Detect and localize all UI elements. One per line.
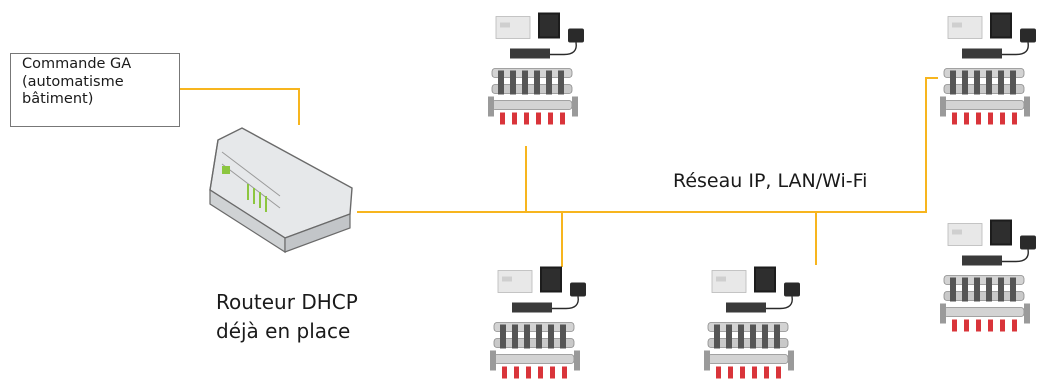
ga-box-line-1: Commande GA	[22, 56, 132, 72]
router-label-line-2: déjà en place	[216, 319, 351, 343]
network-lines	[180, 77, 938, 267]
ga-box-line-3: bâtiment)	[22, 91, 94, 107]
heating-controller-icon	[488, 11, 585, 126]
heating-controller-icon	[490, 265, 587, 380]
router-label-line-1: Routeur DHCP	[216, 290, 358, 314]
router-icon	[209, 127, 353, 254]
network-label: Réseau IP, LAN/Wi-Fi	[673, 170, 868, 192]
heating-controller-icon	[704, 265, 801, 380]
ga-box-line-2: (automatisme	[22, 73, 124, 90]
main-bus-line	[357, 77, 938, 213]
router-label: Routeur DHCP déjà en place	[216, 288, 358, 346]
ga-control-box: Commande GA (automatisme bâtiment)	[10, 53, 180, 127]
ga-link-line	[180, 88, 300, 125]
heating-controller-icon	[940, 11, 1037, 126]
heating-controller-icon	[940, 218, 1037, 333]
router-led-icon	[222, 166, 267, 212]
